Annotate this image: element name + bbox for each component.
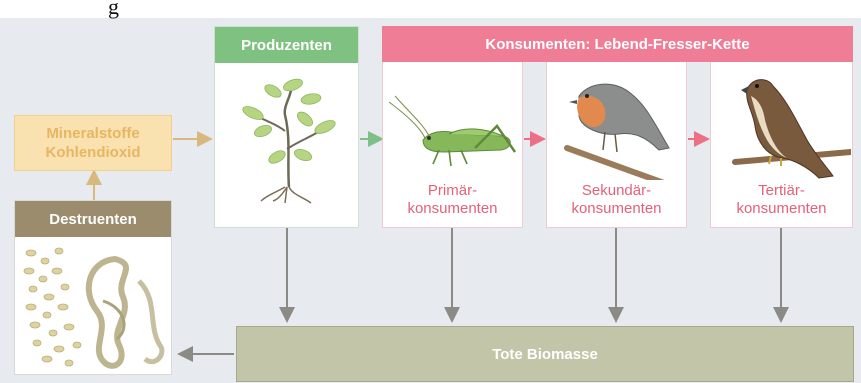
grasshopper-icon xyxy=(385,92,521,174)
tertiaer-label-line2: konsumenten xyxy=(711,200,852,217)
konsumenten-header: Konsumenten: Lebend-Fresser-Kette xyxy=(382,26,853,62)
decomposer-organisms-icon xyxy=(19,241,169,373)
konsumenten-header-label: Konsumenten: Lebend-Fresser-Kette xyxy=(382,26,853,62)
tertiaerkonsumenten-box: Tertiär- konsumenten xyxy=(710,62,853,228)
destruenten-header: Destruenten xyxy=(15,201,171,237)
produzenten-box: Produzenten xyxy=(214,26,359,228)
hawk-icon xyxy=(711,66,851,180)
primaer-label-line1: Primär- xyxy=(383,182,522,199)
sekundaer-label-line1: Sekundär- xyxy=(547,182,686,199)
tote-biomasse-label: Tote Biomasse xyxy=(237,346,853,363)
tertiaer-label-line1: Tertiär- xyxy=(711,182,852,199)
mineral-box: Mineralstoffe Kohlendioxid xyxy=(14,115,172,171)
mineral-label-line1: Mineralstoffe xyxy=(15,125,171,142)
mineral-label-line2: Kohlendioxid xyxy=(15,144,171,161)
produzenten-header: Produzenten xyxy=(215,27,358,63)
plant-icon xyxy=(233,75,343,205)
primaerkonsumenten-box: Primär- konsumenten xyxy=(382,62,523,228)
sekundaer-label-line2: konsumenten xyxy=(547,200,686,217)
robin-icon xyxy=(549,70,685,180)
sekundaerkonsumenten-box: Sekundär- konsumenten xyxy=(546,62,687,228)
tote-biomasse-box: Tote Biomasse xyxy=(236,326,854,382)
destruenten-box: Destruenten xyxy=(14,200,172,375)
primaer-label-line2: konsumenten xyxy=(383,200,522,217)
